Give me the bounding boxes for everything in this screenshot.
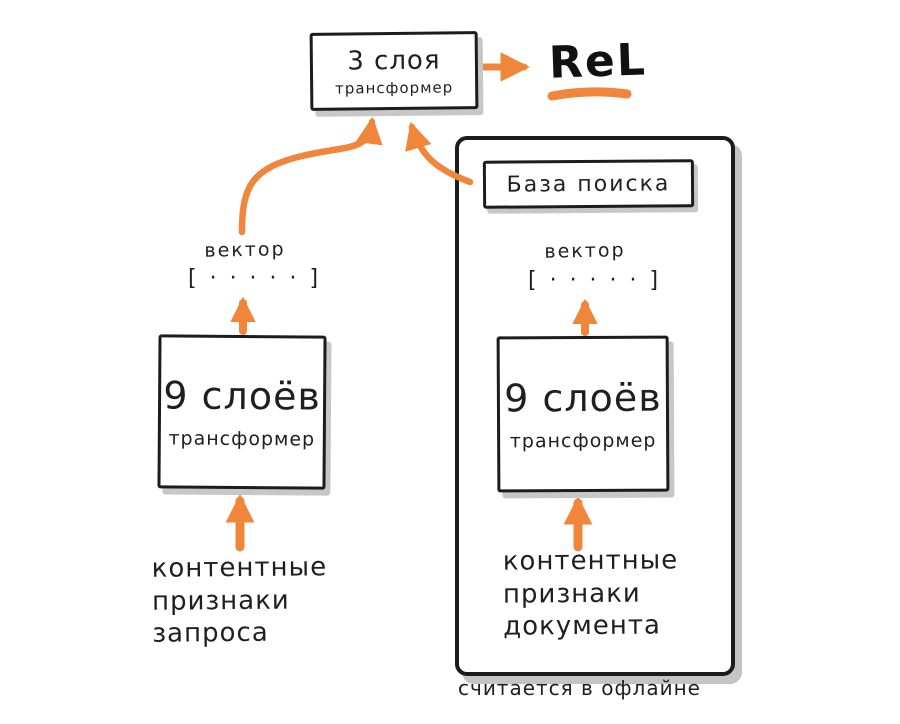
doc-encoder-line1: 9 слоёв	[504, 375, 662, 421]
query-features-label: контентные признаки запроса	[151, 552, 328, 649]
search-base-box: База поиска	[482, 159, 695, 209]
offline-container	[455, 136, 735, 676]
query-vector-dots: [ · · · · · ]	[188, 266, 322, 291]
search-base-title: База поиска	[506, 170, 671, 198]
doc-encoder-box: 9 слоёв трансформер	[496, 335, 670, 493]
fusion-transformer-box: 3 слоя трансформер	[309, 31, 479, 111]
fusion-box-line2: трансформер	[335, 77, 454, 98]
query-encoder-box: 9 слоёв трансформер	[157, 334, 327, 490]
doc-features-label: контентные признаки документа	[502, 545, 679, 642]
output-underline-icon	[547, 87, 632, 101]
doc-vector-label: вектор	[544, 239, 626, 263]
query-encoder-line2: трансформер	[168, 427, 316, 451]
doc-vector-dots: [ · · · · · ]	[528, 268, 662, 293]
offline-footnote: считается в офлайне	[458, 676, 701, 700]
output-label: ReL	[548, 34, 648, 89]
query-encoder-line1: 9 слоёв	[163, 373, 321, 419]
fusion-box-line1: 3 слоя	[347, 45, 441, 76]
doc-encoder-line2: трансформер	[509, 429, 657, 453]
query-vector-label: вектор	[204, 238, 286, 262]
query-to-fusion-curve-arrow-icon	[238, 116, 383, 236]
